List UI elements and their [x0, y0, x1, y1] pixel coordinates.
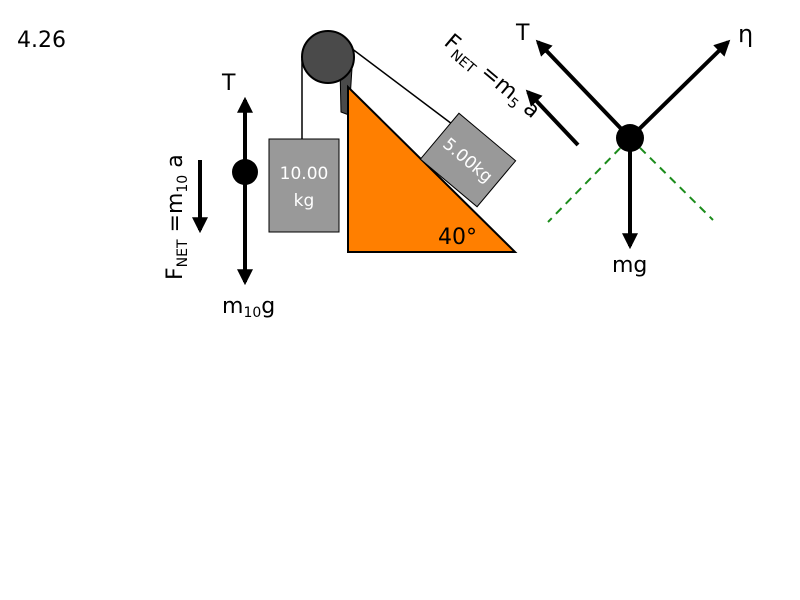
problem-number: 4.26	[17, 28, 66, 53]
particle-dot	[232, 159, 258, 185]
pulley-wheel	[301, 30, 355, 84]
incline-particle-dot	[616, 124, 644, 152]
hanging-mass-fbd: T m10g FNET =m10 a	[163, 71, 275, 321]
incline-tension-arrow	[535, 39, 632, 140]
tension-label: T	[221, 71, 236, 96]
gravity-label: mg	[612, 253, 647, 278]
net-force-label: FNET =m10 a	[163, 154, 191, 280]
weight-label: m10g	[222, 294, 275, 321]
hanging-block	[268, 138, 340, 233]
normal-force-arrow	[628, 39, 731, 140]
incline-mass-fbd: T η mg	[515, 20, 753, 278]
hanging-block-unit: kg	[294, 191, 315, 211]
incline-acceleration-arrow	[525, 89, 580, 147]
normal-force-label: η	[738, 20, 753, 48]
incline-ramp	[347, 84, 518, 253]
incline-angle-label: 40°	[438, 225, 477, 250]
apparatus: 10.00 kg 5.00kg 40°	[268, 30, 518, 253]
incline-tension-label: T	[515, 21, 530, 46]
incline-surface-dashed-right	[629, 137, 714, 221]
incline-surface-dashed-left	[547, 137, 631, 223]
string-incline	[350, 47, 453, 125]
hanging-block-mass: 10.00	[280, 164, 329, 184]
incline-block	[419, 112, 517, 208]
